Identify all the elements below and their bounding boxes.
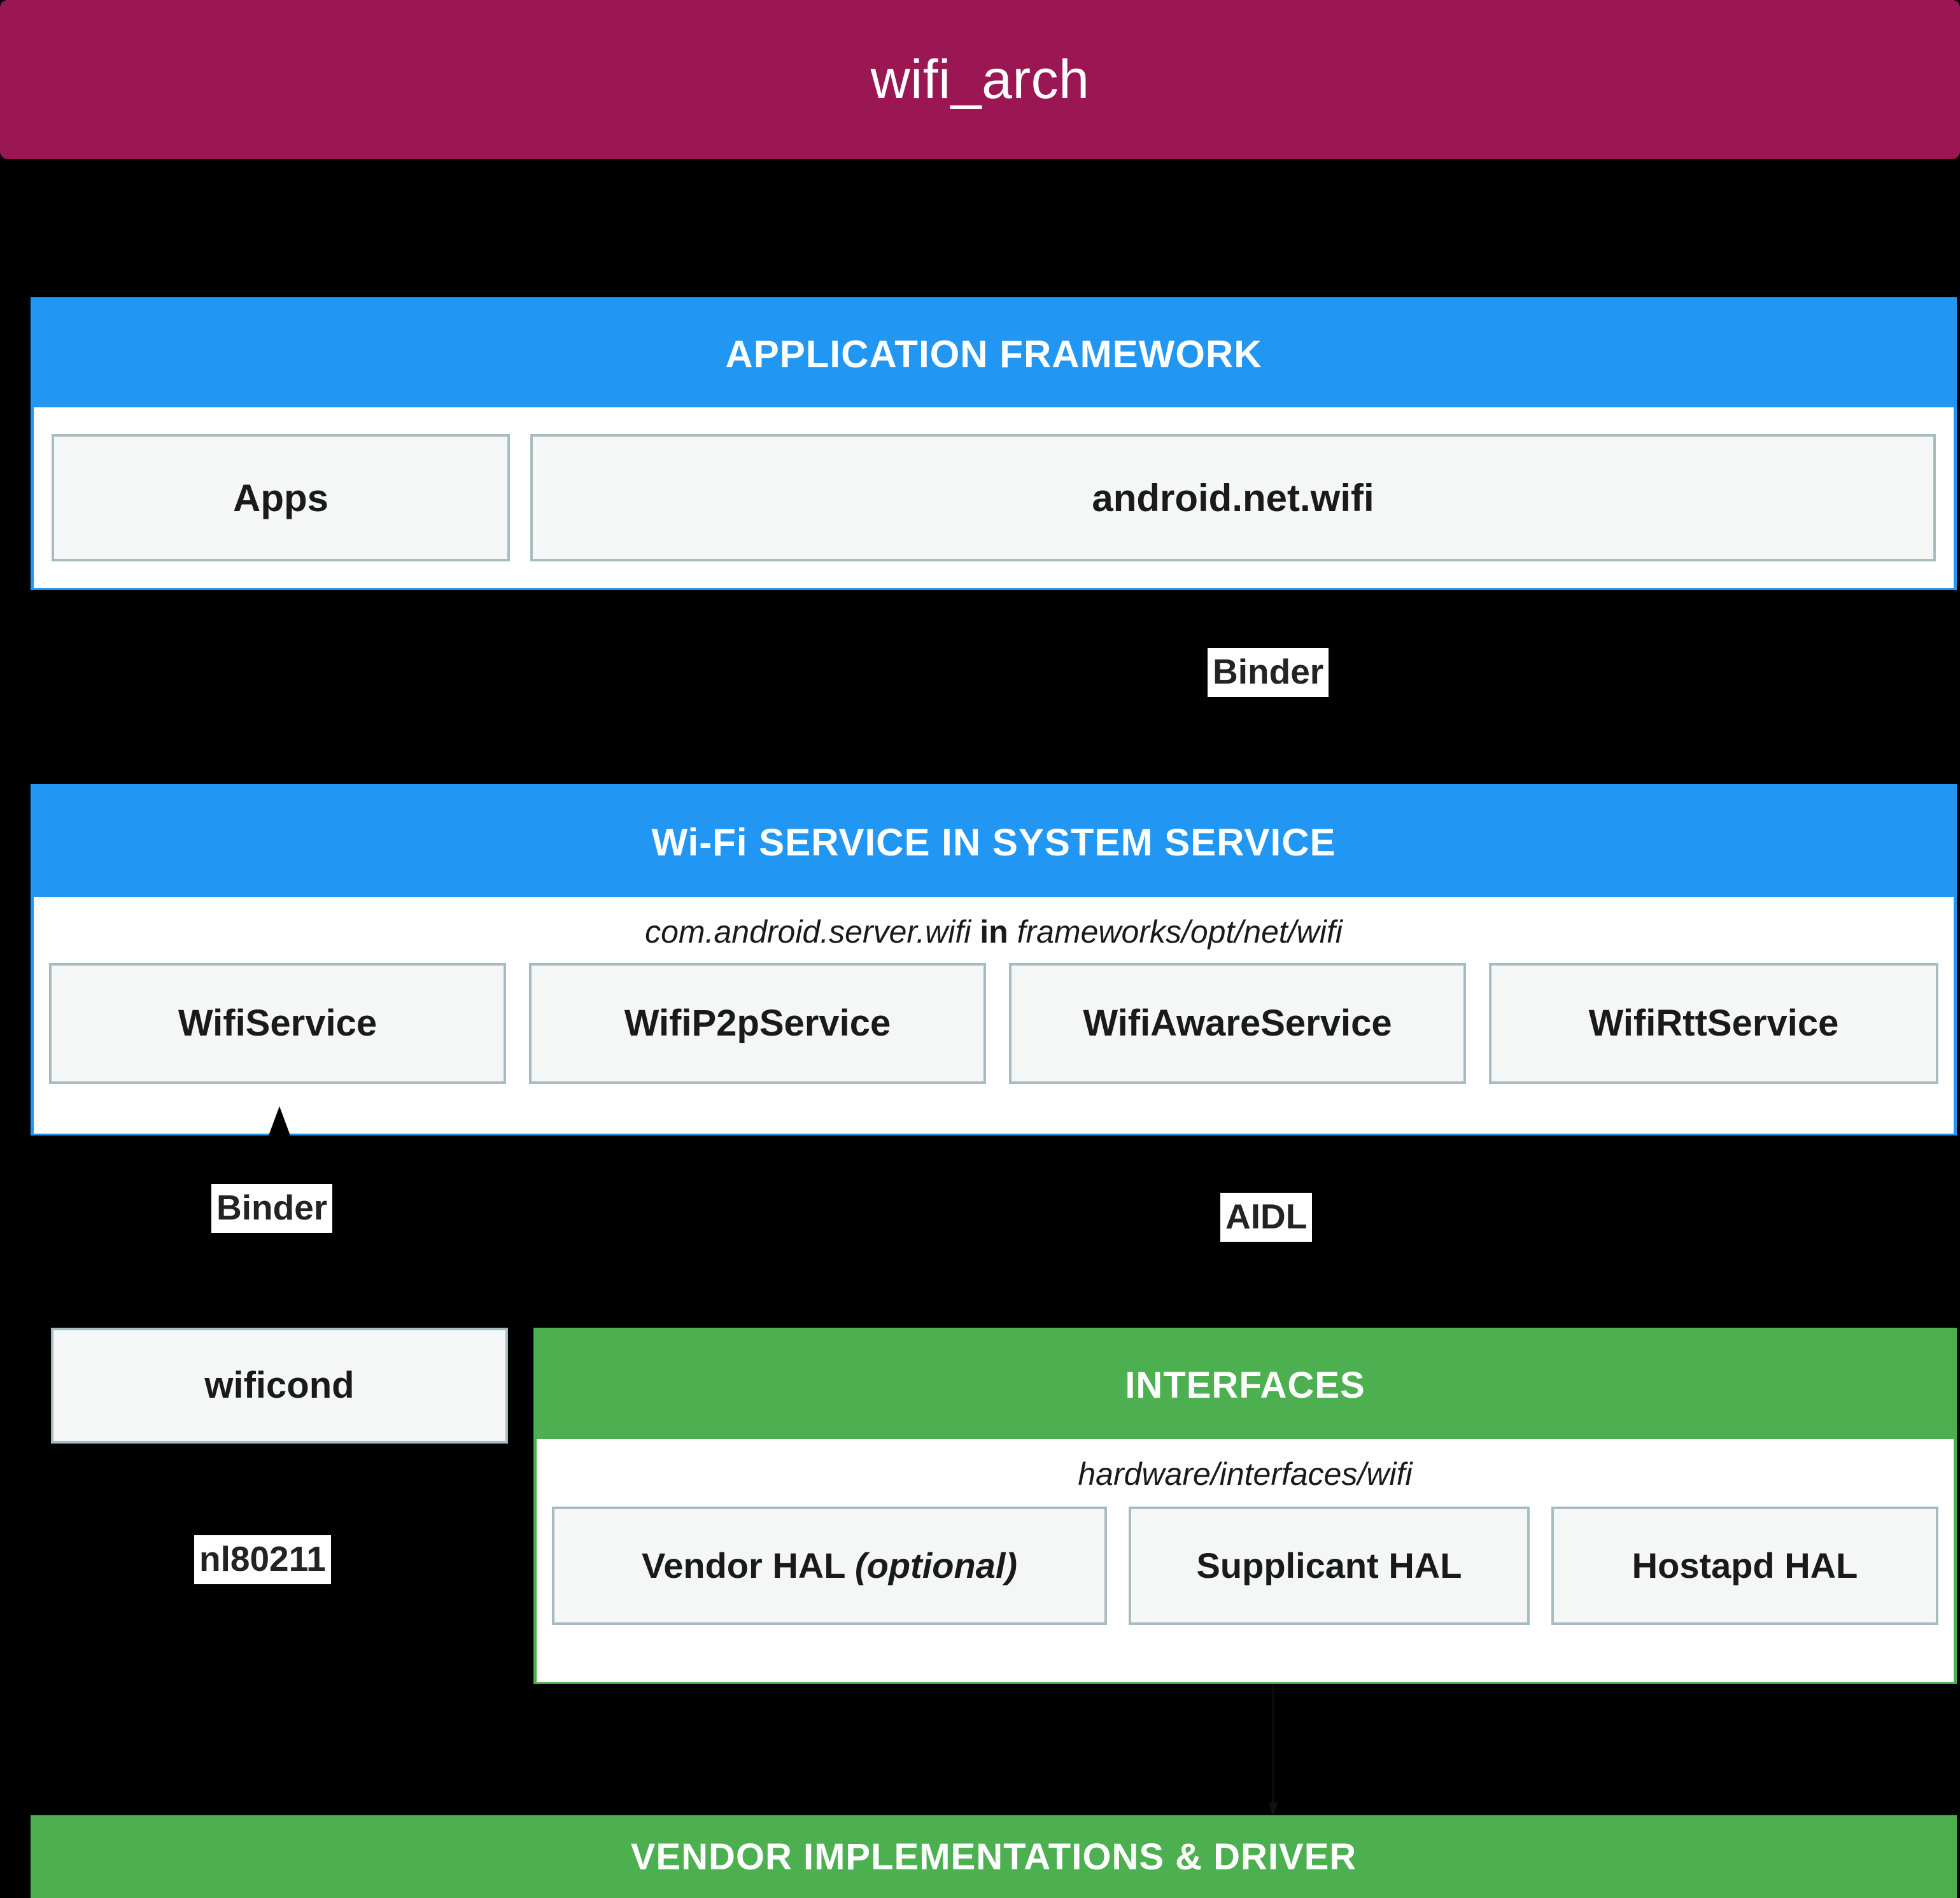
node-wifiservice-label: WifiService	[178, 1002, 377, 1044]
wifi-service-subtitle: com.android.server.wifi in frameworks/op…	[49, 916, 1938, 948]
node-wifiservice[interactable]: WifiService	[49, 963, 506, 1084]
node-android-net-wifi-label: android.net.wifi	[1092, 476, 1374, 519]
node-vendor-hal-optional: (optional)	[854, 1545, 1018, 1585]
arrow-down-icon-interfaces-to-vendor	[1269, 1803, 1278, 1817]
wifi-service-body: com.android.server.wifi in frameworks/op…	[34, 897, 1954, 1134]
node-wificond[interactable]: wificond	[51, 1328, 508, 1444]
node-wifiawareservice[interactable]: WifiAwareService	[1009, 963, 1466, 1084]
edge-label-nl80211: nl80211	[194, 1535, 331, 1584]
interfaces-subtitle: hardware/interfaces/wifi	[1078, 1456, 1413, 1492]
window-title-bar: wifi_arch	[0, 0, 1960, 159]
node-android-net-wifi[interactable]: android.net.wifi	[530, 434, 1936, 561]
node-supplicant-hal[interactable]: Supplicant HAL	[1129, 1507, 1530, 1625]
arrow-up-icon-wificond-to-wifiservice	[269, 1106, 290, 1135]
node-wifirttservice-label: WifiRttService	[1588, 1002, 1839, 1044]
layer-wifi-service: Wi-Fi SERVICE IN SYSTEM SERVICE com.andr…	[31, 784, 1957, 1135]
node-hostapd-hal-label: Hostapd HAL	[1632, 1545, 1858, 1585]
arrow-stem-interfaces-to-vendor	[1273, 1684, 1274, 1805]
edge-label-aidl: AIDL	[1220, 1193, 1313, 1242]
edge-label-binder-top: Binder	[1208, 648, 1329, 697]
interfaces-header: INTERFACES	[537, 1331, 1954, 1439]
node-apps-label: Apps	[233, 476, 328, 519]
application-framework-header: APPLICATION FRAMEWORK	[34, 300, 1954, 407]
node-apps[interactable]: Apps	[52, 434, 510, 561]
application-framework-node-row: Apps android.net.wifi	[52, 434, 1936, 561]
node-supplicant-hal-label: Supplicant HAL	[1196, 1545, 1462, 1585]
vendor-implementations-header: VENDOR IMPLEMENTATIONS & DRIVER	[630, 1836, 1357, 1878]
node-hostapd-hal[interactable]: Hostapd HAL	[1551, 1507, 1938, 1625]
wifi-service-node-row: WifiService WifiP2pService WifiAwareServ…	[49, 963, 1938, 1084]
application-framework-body: Apps android.net.wifi	[34, 407, 1954, 588]
node-wificond-label: wificond	[204, 1364, 355, 1406]
interfaces-node-row: Vendor HAL (optional) Supplicant HAL Hos…	[552, 1507, 1938, 1625]
wifi-service-subtitle-in: in	[980, 914, 1008, 950]
edge-label-binder-bottom: Binder	[211, 1184, 333, 1233]
node-wifip2pservice-label: WifiP2pService	[624, 1002, 891, 1044]
interfaces-body: hardware/interfaces/wifi Vendor HAL (opt…	[537, 1439, 1954, 1682]
node-wifip2pservice[interactable]: WifiP2pService	[529, 963, 986, 1084]
node-vendor-hal[interactable]: Vendor HAL (optional)	[552, 1507, 1107, 1625]
node-vendor-hal-label: Vendor HAL (optional)	[641, 1545, 1018, 1585]
layer-vendor-implementations: VENDOR IMPLEMENTATIONS & DRIVER	[31, 1815, 1957, 1898]
layer-interfaces: INTERFACES hardware/interfaces/wifi Vend…	[533, 1328, 1957, 1684]
node-wifiawareservice-label: WifiAwareService	[1083, 1002, 1392, 1044]
layer-application-framework: APPLICATION FRAMEWORK Apps android.net.w…	[31, 297, 1957, 590]
node-wifirttservice[interactable]: WifiRttService	[1489, 963, 1938, 1084]
page-title: wifi_arch	[870, 49, 1090, 110]
wifi-service-header: Wi-Fi SERVICE IN SYSTEM SERVICE	[34, 787, 1954, 897]
wifi-service-subtitle-package: com.android.server.wifi	[645, 914, 971, 950]
wifi-service-subtitle-path: frameworks/opt/net/wifi	[1017, 914, 1343, 950]
